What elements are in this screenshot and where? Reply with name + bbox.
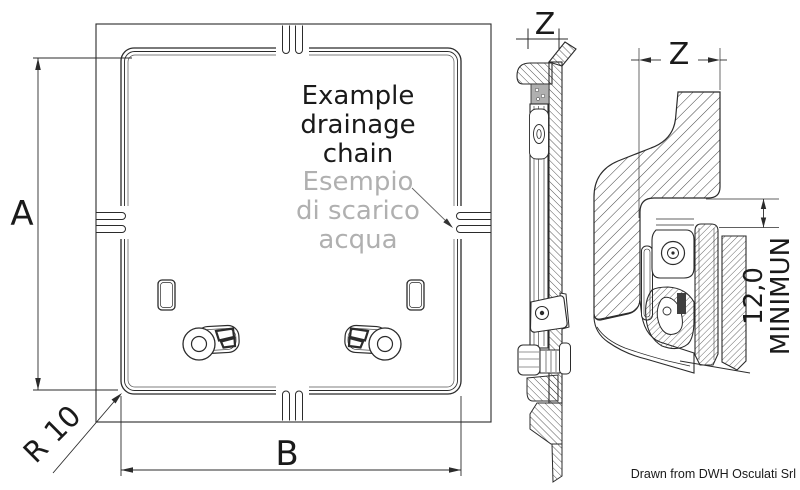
title-line: drainage — [300, 110, 416, 140]
subtitle-line: acqua — [318, 225, 398, 255]
panel-title: Example drainage chain — [256, 82, 460, 169]
radius-leader — [52, 393, 122, 474]
subtitle-leader — [411, 187, 453, 228]
cam-ball — [645, 286, 695, 350]
hinge-plate — [529, 292, 570, 333]
door-flange — [516, 62, 553, 85]
min-depth-unit: MINIMUN — [766, 236, 796, 356]
min-depth-value: 12,0 — [739, 267, 769, 325]
dim-a-label: A — [10, 194, 34, 234]
frame-tail — [551, 443, 563, 483]
detail-section-view — [593, 48, 779, 374]
deck-band — [721, 235, 747, 371]
drain-tab-left — [96, 206, 131, 239]
subtitle-line: di scarico — [296, 196, 420, 226]
min-depth-dimension — [706, 198, 779, 228]
front-view — [33, 23, 492, 476]
drain-tab-bottom — [276, 384, 309, 421]
frame-bottom-lip — [593, 299, 695, 374]
side-z-dimension — [516, 28, 568, 49]
side-section-view — [516, 28, 577, 483]
dimension-a — [33, 57, 132, 391]
drawing-credit: Drawn from DWH Osculati Srl — [630, 467, 796, 481]
drain-tab-top — [276, 25, 309, 60]
frame-foot — [529, 402, 563, 445]
door-leaf-section — [694, 223, 719, 366]
frame-profile — [593, 91, 721, 320]
chain-latch-right — [344, 324, 402, 361]
chain-latch-left — [182, 324, 240, 361]
min-depth-note: 12,0 MINIMUN — [739, 226, 796, 366]
keeper-clip-left — [157, 279, 176, 311]
subtitle-line: Esempio — [302, 167, 414, 197]
panel-subtitle: Esempio di scarico acqua — [256, 168, 460, 255]
outer-frame-square — [95, 23, 492, 423]
dimension-b — [120, 396, 462, 476]
detail-z-label: Z — [668, 36, 690, 72]
drain-tab-right — [452, 206, 491, 239]
keeper-clip-right — [406, 279, 425, 311]
pivot-bracket — [651, 229, 695, 279]
dim-b-label: B — [275, 434, 299, 474]
side-z-label: Z — [534, 6, 556, 42]
title-line: Example — [301, 81, 415, 111]
latch-assembly — [517, 342, 571, 376]
hinge-housing — [529, 108, 549, 160]
latch-wedge — [526, 374, 559, 402]
title-line: chain — [322, 139, 394, 169]
seal-block — [530, 83, 550, 105]
